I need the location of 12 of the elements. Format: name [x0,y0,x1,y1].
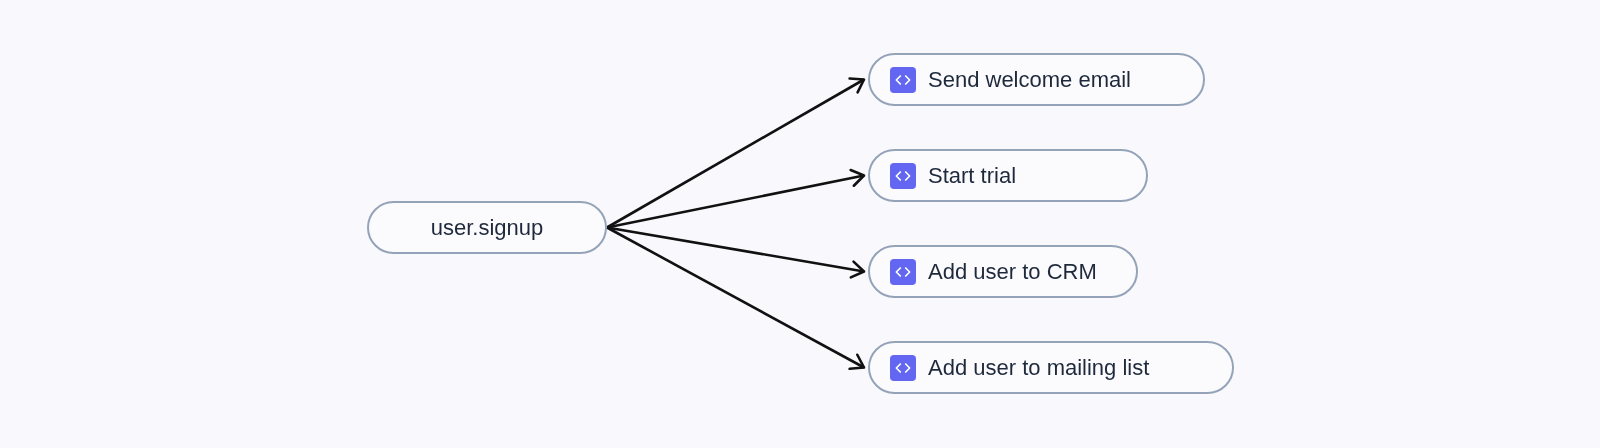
node-label: user.signup [430,214,544,242]
function-pill [868,53,1205,106]
arrow [606,226,866,371]
arrow [606,77,866,229]
event-pill [367,201,607,254]
node-label: Add user to mailing list [928,354,1150,382]
function-pill [868,245,1138,298]
function-pill [868,149,1148,202]
node-label: Start trial [928,162,1017,190]
node-label: Add user to CRM [928,258,1097,286]
function-pill [868,341,1234,394]
node-label: Send welcome email [928,66,1131,94]
